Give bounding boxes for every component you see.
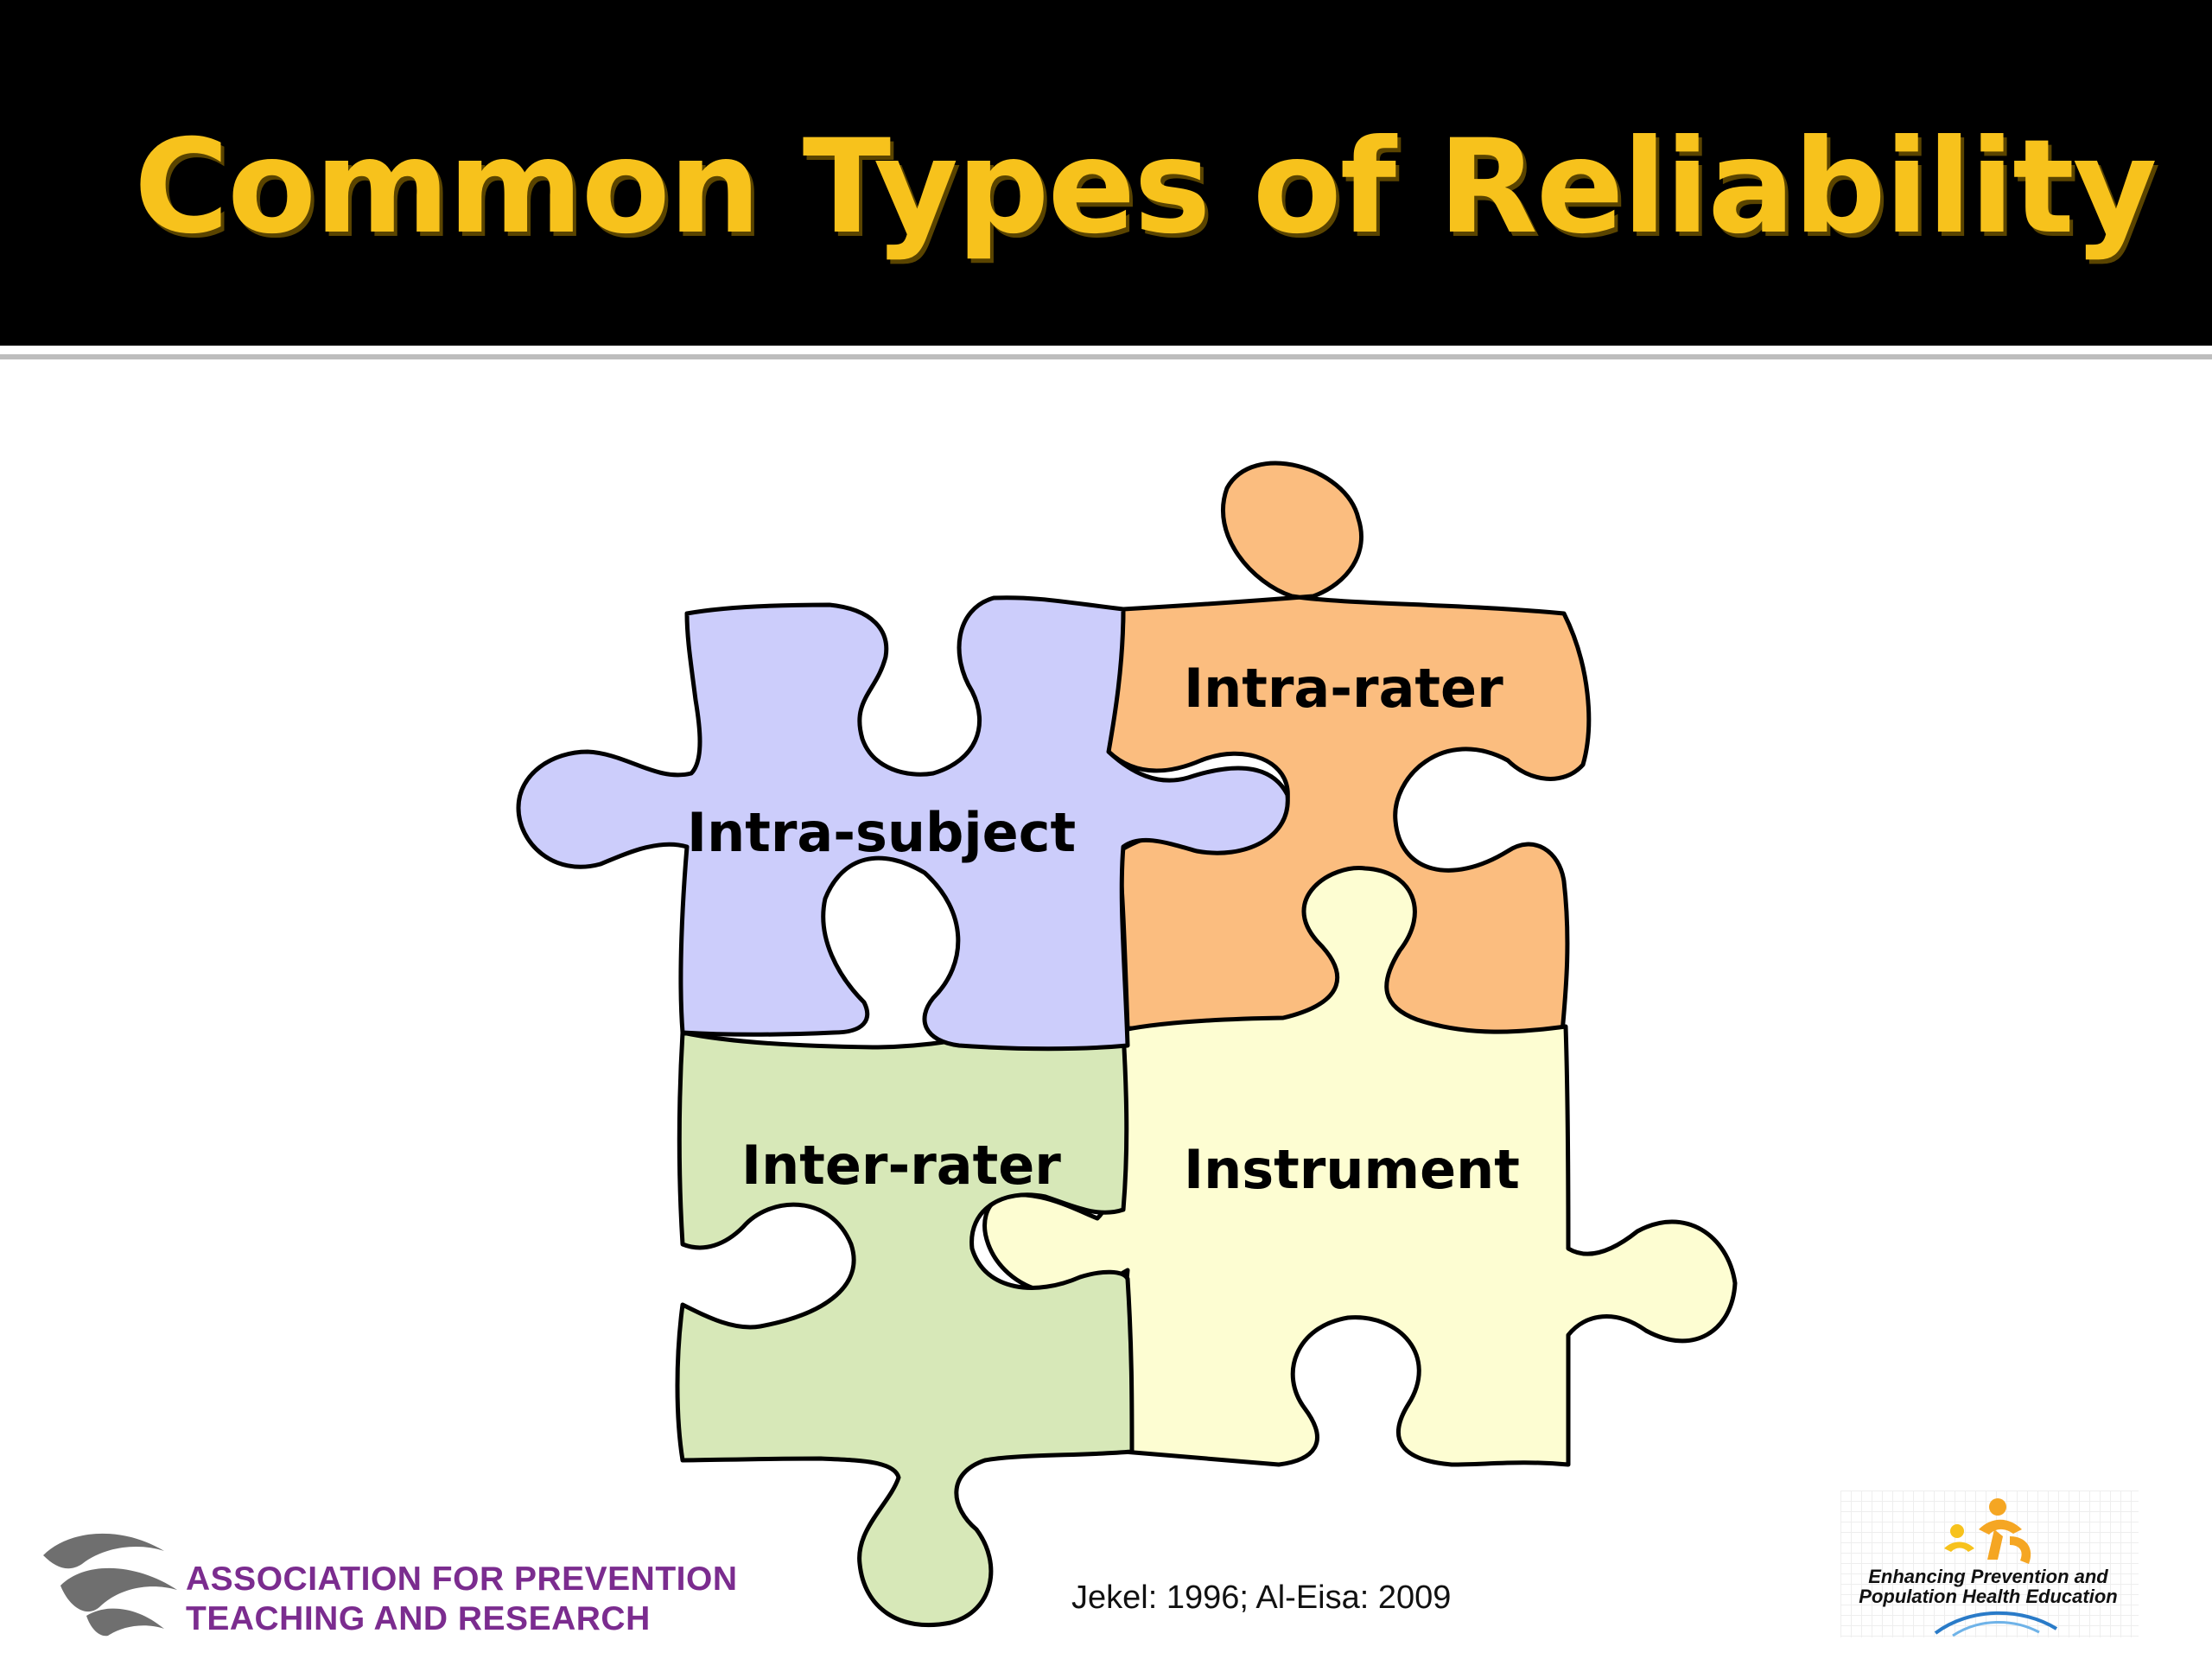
- swoosh-icon: [1934, 1611, 2058, 1637]
- title-bar: Common Types of Reliability: [0, 0, 2212, 346]
- piece-label-instrument: Instrument: [1184, 1138, 1520, 1201]
- aptr-line-2: TEACHING AND RESEARCH: [186, 1600, 651, 1637]
- puzzle-piece-inter-rater: [675, 1030, 1135, 1628]
- eph-logo-text: Enhancing Prevention and Population Heal…: [1846, 1567, 2131, 1606]
- eph-line-2: Population Health Education: [1859, 1586, 2118, 1607]
- aptr-logo-text: ASSOCIATION FOR PREVENTION TEACHING AND …: [186, 1560, 738, 1639]
- aptr-line-1: ASSOCIATION FOR PREVENTION: [186, 1560, 738, 1598]
- title-divider: [0, 354, 2212, 359]
- slide-title: Common Types of Reliability: [134, 112, 2158, 263]
- piece-label-inter-rater: Inter-rater: [741, 1134, 1061, 1197]
- puzzle-piece-intra-subject: [516, 595, 1290, 1052]
- piece-label-intra-subject: Intra-subject: [687, 801, 1076, 864]
- piece-label-intra-rater: Intra-rater: [1184, 657, 1503, 720]
- running-figures-icon: [1944, 1498, 2031, 1564]
- wave-swirl-icon: [43, 1533, 177, 1637]
- eph-line-1: Enhancing Prevention and: [1868, 1566, 2108, 1587]
- eph-logo: Enhancing Prevention and Population Heal…: [1840, 1491, 2139, 1637]
- citation: Jekel: 1996; Al-Eisa: 2009: [1071, 1580, 1452, 1616]
